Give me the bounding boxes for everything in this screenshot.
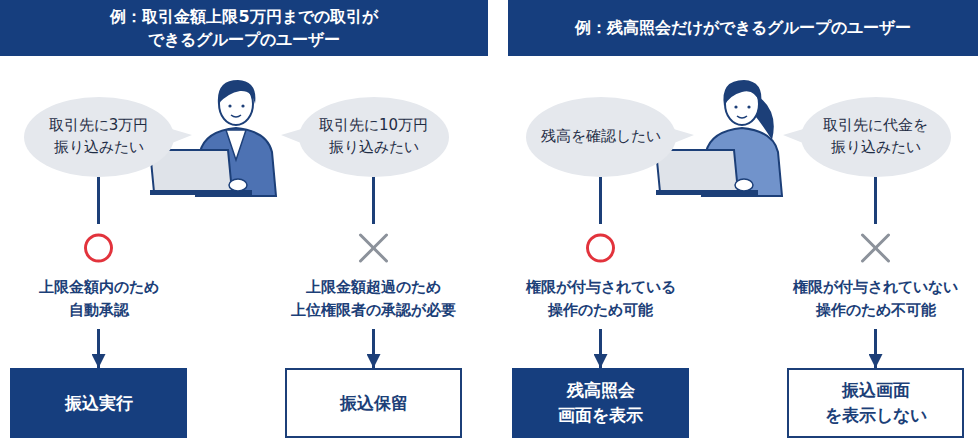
person-eye xyxy=(747,105,750,108)
person-hand xyxy=(229,179,247,191)
cross-stroke xyxy=(863,235,889,261)
bubble-ellipse xyxy=(526,97,676,177)
speech-bubble: 残高を確認したい xyxy=(526,97,676,177)
node-content: 振込保留 xyxy=(287,370,460,436)
node-content: 振込実行 xyxy=(10,368,187,438)
bubble-shape xyxy=(299,97,449,177)
cross-stroke xyxy=(361,235,387,261)
result-box-filled: 残高照会 画面を表示 xyxy=(512,368,689,438)
ng-cross-symbol xyxy=(361,235,387,261)
result-box-outlined: 振込保留 xyxy=(285,368,462,438)
edge-label: 権限が付与されている 操作のため可能 xyxy=(513,224,688,329)
box-text: 残高照会 画面を表示 xyxy=(549,378,653,427)
laptop xyxy=(656,150,738,192)
header-text: 例：取引金額上限5万円までの取引が できるグループのユーザー xyxy=(99,5,389,51)
node-content: 残高を確認したい xyxy=(526,97,676,177)
result-box-outlined: 振込画面 を表示しない xyxy=(787,368,964,438)
cross-stroke xyxy=(361,235,387,261)
person-eye xyxy=(241,104,244,107)
box-text: 振込画面 を表示しない xyxy=(818,378,934,427)
bubble-ellipse xyxy=(24,97,174,177)
bubble-text: 取引先に3万円 振り込みたい xyxy=(40,115,158,159)
bubble-text: 取引先に代金を 振り込みたい xyxy=(815,115,937,159)
person-hair xyxy=(218,80,256,104)
node-content: 残高照会 画面を表示 xyxy=(512,368,689,438)
header-text: 例：残高照会だけができるグループのユーザー xyxy=(575,16,911,39)
edge-label: 権限が付与されていない 操作のため不可能 xyxy=(783,224,968,329)
speech-bubble: 取引先に代金を 振り込みたい xyxy=(801,97,951,177)
bubble-text: 取引先に10万円 振り込みたい xyxy=(313,115,435,159)
speech-bubble: 取引先に10万円 振り込みたい xyxy=(299,97,449,177)
cross-stroke xyxy=(863,235,889,261)
node-content: 取引先に10万円 振り込みたい xyxy=(299,97,449,177)
bubble-shape xyxy=(801,97,951,177)
bubble-ellipse xyxy=(299,97,449,177)
ok-circle-symbol xyxy=(86,235,112,261)
node-content: 例：取引金額上限5万円までの取引が できるグループのユーザー xyxy=(0,0,488,56)
person-eye xyxy=(228,104,231,107)
person-hair xyxy=(723,80,761,106)
bubble-ellipse xyxy=(801,97,951,177)
person-mouth xyxy=(737,116,747,118)
person-eye xyxy=(734,105,737,108)
node-content: 取引先に代金を 振り込みたい xyxy=(801,97,951,177)
speech-bubble: 取引先に3万円 振り込みたい xyxy=(24,97,174,177)
header-band: 例：残高照会だけができるグループのユーザー xyxy=(508,0,978,56)
ok-circle-symbol xyxy=(588,235,614,261)
bubble-text: 残高を確認したい xyxy=(541,126,661,148)
person-mouth xyxy=(231,115,241,117)
edge-label: 上限金額内のため 自動承認 xyxy=(29,224,169,329)
box-text: 振込保留 xyxy=(340,391,408,416)
bubble-shape xyxy=(24,97,174,177)
node-content: 取引先に3万円 振り込みたい xyxy=(24,97,174,177)
node-content: 振込画面 を表示しない xyxy=(789,370,962,436)
box-text: 振込実行 xyxy=(65,391,133,416)
person-hand xyxy=(735,179,753,191)
node-content: 例：残高照会だけができるグループのユーザー xyxy=(508,0,978,56)
header-band: 例：取引金額上限5万円までの取引が できるグループのユーザー xyxy=(0,0,488,56)
result-box-filled: 振込実行 xyxy=(10,368,187,438)
ng-cross-symbol xyxy=(863,235,889,261)
edge-label: 上限金額超過のため 上位権限者の承認が必要 xyxy=(281,224,466,329)
